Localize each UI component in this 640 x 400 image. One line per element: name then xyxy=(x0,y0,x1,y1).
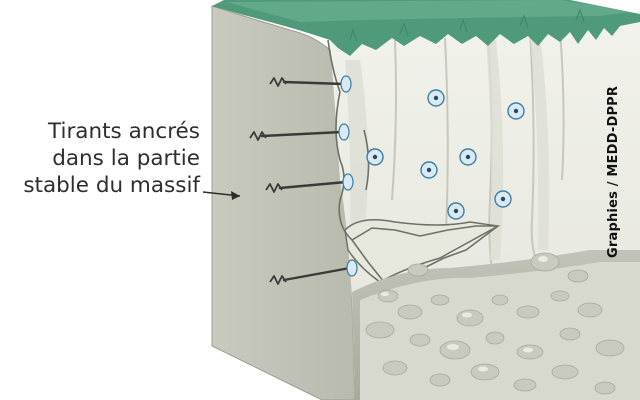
anchor-plate-icon xyxy=(427,89,445,107)
tie-rods xyxy=(260,80,352,282)
caption-line-3: stable du massif xyxy=(23,173,200,198)
edge-anchor-plates xyxy=(338,75,358,277)
tie-rod-4 xyxy=(282,266,352,282)
rubble-highlights xyxy=(381,256,548,372)
anchor-plate-icon xyxy=(494,190,512,208)
anchor-plate-icon xyxy=(366,148,384,166)
tie-rod-1 xyxy=(282,80,346,86)
anchor-plate-icon xyxy=(346,259,358,277)
tie-rod-icon xyxy=(249,131,267,141)
tie-rod-icon xyxy=(265,183,283,193)
anchor-plate-icon xyxy=(338,123,350,141)
anchor-plate-icon xyxy=(459,148,477,166)
tie-rod-2 xyxy=(260,130,344,138)
anchor-plate-icon xyxy=(342,173,354,191)
grass-top-highlight xyxy=(226,0,630,22)
anchor-plate-icon xyxy=(340,75,352,93)
anchor-plate-icon xyxy=(507,102,525,120)
caption-line-1: Tirants ancrés xyxy=(48,119,200,144)
caption-line-2: dans la partie xyxy=(52,146,200,171)
anchor-plate-icon xyxy=(420,161,438,179)
tie-rod-icon xyxy=(269,77,287,87)
grass-tufts xyxy=(349,8,585,43)
image-credit: Graphies / MEDD-DPPR xyxy=(606,85,621,258)
anchor-plate-icon xyxy=(447,202,465,220)
arrow-right-icon xyxy=(202,191,241,200)
tie-rod-icon xyxy=(269,275,287,285)
tie-rod-caption: Tirants ancrés dans la partie stable du … xyxy=(23,118,200,199)
tie-rod-3 xyxy=(278,180,348,190)
tie-rod-anchors xyxy=(249,77,287,285)
face-anchor-plates xyxy=(366,89,525,220)
unstable-rock-wedge xyxy=(344,219,501,283)
